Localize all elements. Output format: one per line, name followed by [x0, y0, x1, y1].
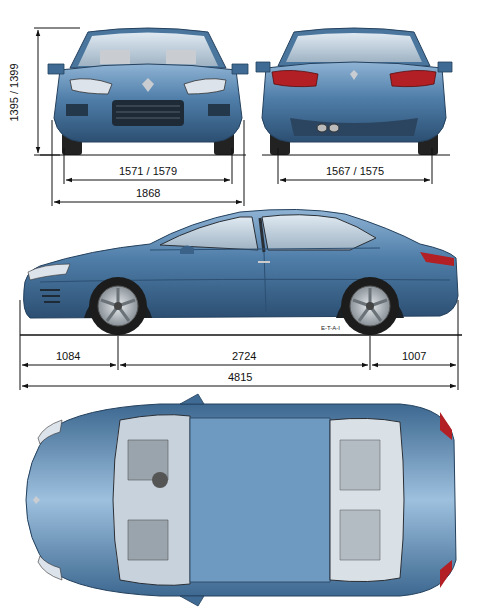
- top-view: [26, 394, 456, 606]
- side-view: [24, 209, 458, 335]
- dimension-value: 1567 / 1575: [324, 165, 386, 178]
- dimension-value: 1007: [400, 350, 428, 363]
- dimension-lines: [20, 300, 462, 390]
- rear-view: [256, 28, 452, 155]
- dimension-value: 1868: [134, 187, 162, 200]
- dimension-value: 1395 / 1399: [8, 61, 21, 123]
- dimension-value: 2724: [230, 350, 258, 363]
- dimension-value: 4815: [226, 371, 254, 384]
- watermark: E-T-A-I: [321, 325, 340, 332]
- dimension-value: 1084: [54, 350, 82, 363]
- dimension-value: 1571 / 1579: [117, 165, 179, 178]
- dimension-lines: [34, 28, 450, 206]
- front-view: [48, 28, 248, 155]
